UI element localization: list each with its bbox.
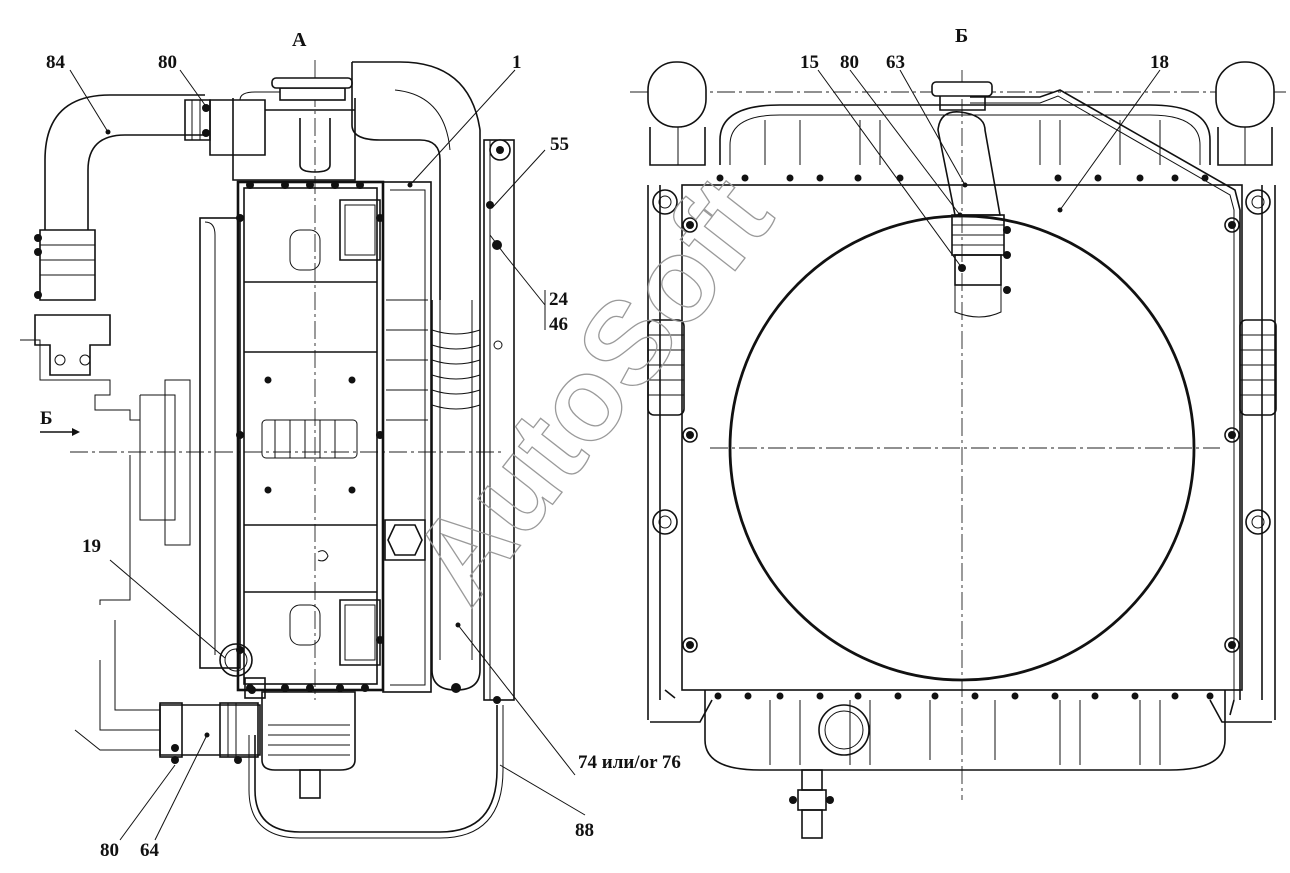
callout-84: 84 (46, 52, 66, 73)
callout-1: 1 (512, 52, 522, 73)
callout-80-top: 80 (158, 52, 177, 73)
callout-18: 18 (1150, 52, 1169, 73)
section-arrow-label: Б (40, 408, 53, 429)
callout-63: 63 (886, 52, 905, 73)
callout-80-bottom: 80 (100, 840, 119, 861)
callout-leaders-right (817, 69, 1161, 269)
view-b-title: Б (955, 25, 968, 47)
callout-15: 15 (800, 52, 819, 73)
callout-64: 64 (140, 840, 160, 861)
callout-55: 55 (550, 134, 569, 155)
callout-24: 24 (549, 289, 569, 310)
view-a-title: А (292, 29, 307, 51)
callout-80-right: 80 (840, 52, 859, 73)
view-a-side-drawing (20, 60, 586, 841)
callout-88: 88 (575, 820, 594, 841)
view-b-front-drawing (630, 61, 1290, 839)
callout-46: 46 (549, 314, 568, 335)
callout-leaders-left (69, 69, 586, 841)
callout-74-or-76: 74 или/or 76 (578, 752, 681, 773)
watermark-text: AutoSoft (386, 152, 797, 626)
callout-19: 19 (82, 536, 101, 557)
